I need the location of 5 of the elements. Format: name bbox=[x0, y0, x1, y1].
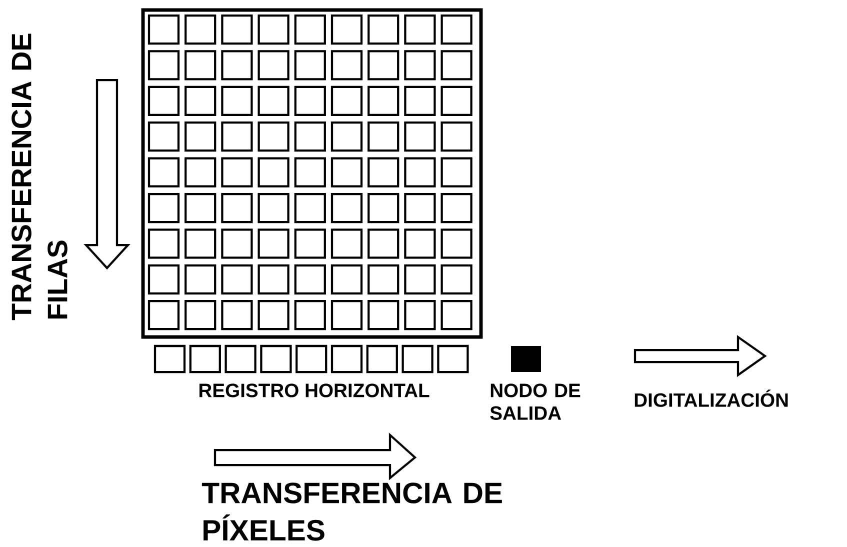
caption-text: NODO DE SALIDA bbox=[490, 384, 580, 420]
caption-text: REGISTRO HORIZONTAL bbox=[199, 384, 430, 398]
caption-text: TRANSFERENCIA DE FILAS bbox=[12, 34, 68, 320]
caption-text: TRANSFERENCIA DE PÍXELES bbox=[202, 482, 502, 541]
caption-text: DIGITALIZACIÓN bbox=[634, 390, 788, 407]
